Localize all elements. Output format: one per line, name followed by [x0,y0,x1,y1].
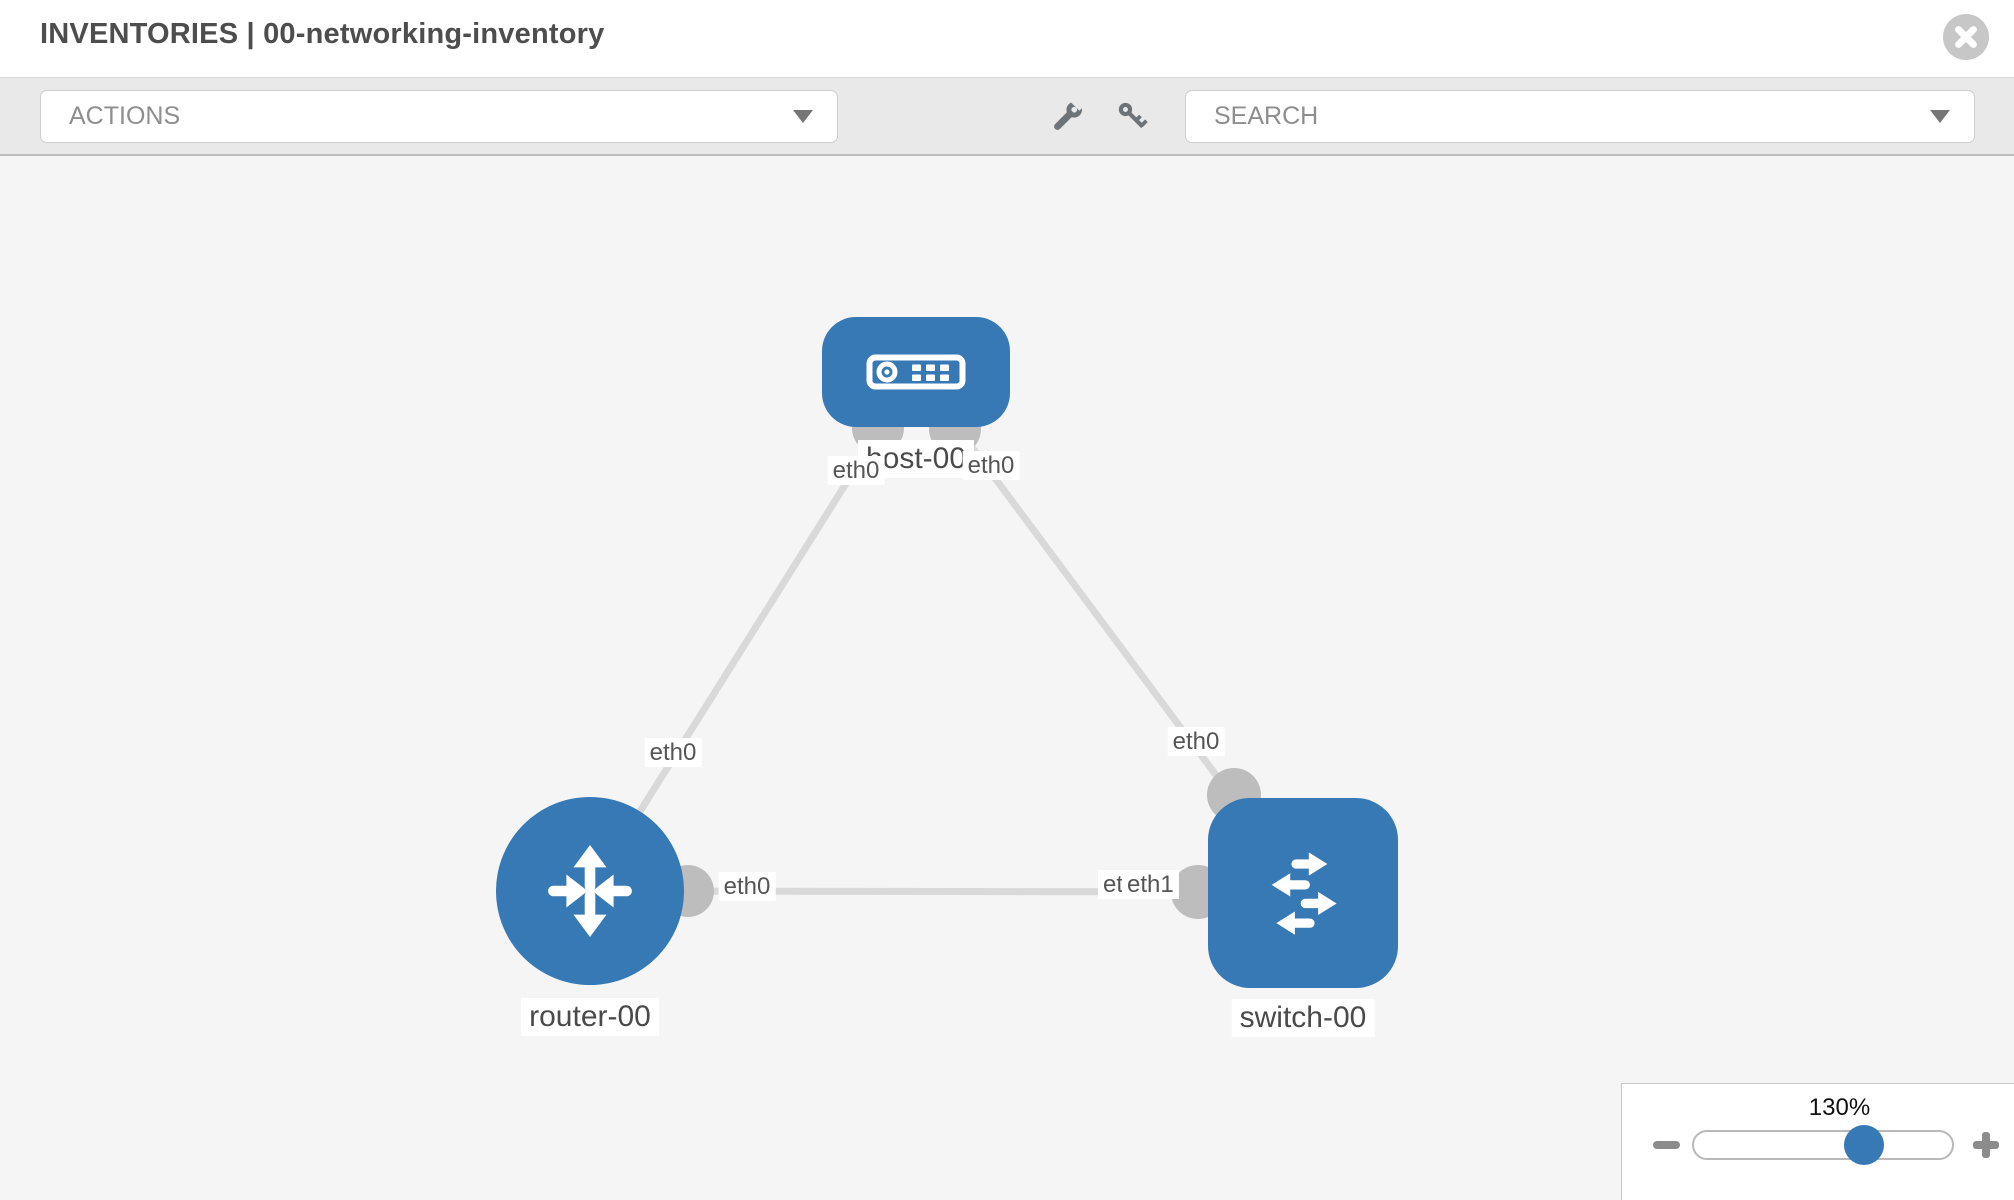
links-layer [587,369,1306,919]
chevron-down-icon [1930,110,1950,123]
switch-icon [1271,852,1337,935]
port-label-router-eth0-right: eth0 [718,872,776,901]
toolbar: ACTIONS SEARCH [0,77,2014,156]
port-label-host-eth0-left: eth0 [827,456,885,485]
close-icon [1943,14,1989,60]
tools-button[interactable] [1048,97,1086,136]
actions-dropdown-label: ACTIONS [69,102,181,130]
node-switch-00[interactable] [1208,798,1398,988]
router-icon [548,844,632,938]
zoom-control-panel: 130% [1621,1083,2014,1200]
chevron-down-icon [793,110,813,123]
node-label-switch: switch-00 [1231,999,1375,1037]
page-title: INVENTORIES | 00-networking-inventory [40,18,605,50]
port-label-switch-eth1: eth1 [1122,870,1179,899]
wrench-icon [1054,97,1085,130]
header-bar: INVENTORIES | 00-networking-inventory [0,0,2014,77]
node-label-router: router-00 [521,998,659,1036]
host-icon [866,354,966,390]
zoom-slider-track[interactable] [1692,1130,1954,1160]
port-label-host-eth0-right: eth0 [962,451,1020,480]
port-label-router-eth0-up: eth0 [644,738,702,767]
zoom-in-button[interactable] [1970,1129,2002,1161]
search-dropdown-label: SEARCH [1214,102,1319,130]
key-icon [1118,102,1148,129]
node-host-00[interactable] [822,317,1010,427]
zoom-level-value: 130% [1808,1094,1871,1121]
node-router-00[interactable] [496,797,684,985]
port-label-switch-eth0-up: eth0 [1167,727,1225,756]
close-button[interactable] [1942,13,1990,61]
zoom-slider-thumb[interactable] [1844,1125,1884,1165]
search-dropdown[interactable]: SEARCH [1185,90,1975,143]
actions-dropdown[interactable]: ACTIONS [40,90,838,143]
topology-canvas[interactable]: host-00 router-00 switch-00 eth0 eth0 et… [0,156,2014,1200]
credentials-button[interactable] [1114,98,1152,136]
zoom-out-button[interactable] [1653,1141,1680,1149]
plus-icon [1982,1132,1990,1158]
